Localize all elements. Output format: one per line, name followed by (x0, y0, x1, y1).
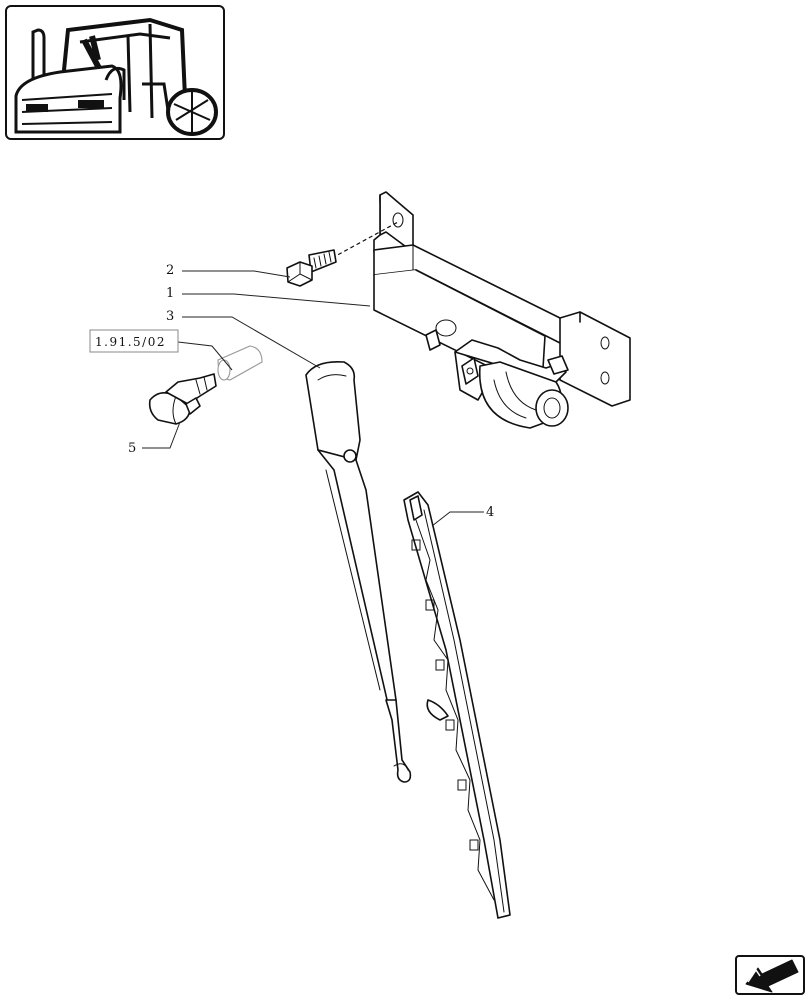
callout-4: 4 (486, 505, 494, 520)
callout-3: 3 (166, 309, 174, 324)
callout-2: 2 (166, 263, 174, 278)
next-page-arrow-icon[interactable] (735, 955, 805, 995)
callout-5: 5 (128, 441, 136, 456)
leader-5 (142, 421, 181, 449)
tractor-cab-thumbnail-icon[interactable] (5, 5, 225, 140)
wiper-mounting-bracket (373, 191, 631, 407)
reference-label: 1.91.5/02 (95, 335, 166, 349)
washer-nozzle (148, 373, 217, 425)
leader-3 (182, 316, 321, 369)
wiper-arm (305, 360, 412, 783)
leader-1 (182, 293, 371, 307)
leader-4 (431, 511, 484, 527)
washer-hose-reference (217, 345, 263, 381)
leader-ref (177, 341, 233, 371)
leader-2 (182, 270, 291, 278)
reference-box[interactable]: 1.91.5/02 (89, 329, 179, 353)
bolt-part (286, 249, 337, 287)
wiper-blade (403, 491, 511, 919)
callout-1: 1 (166, 286, 174, 301)
wiper-motor (454, 339, 569, 429)
assembly-line (331, 221, 399, 259)
